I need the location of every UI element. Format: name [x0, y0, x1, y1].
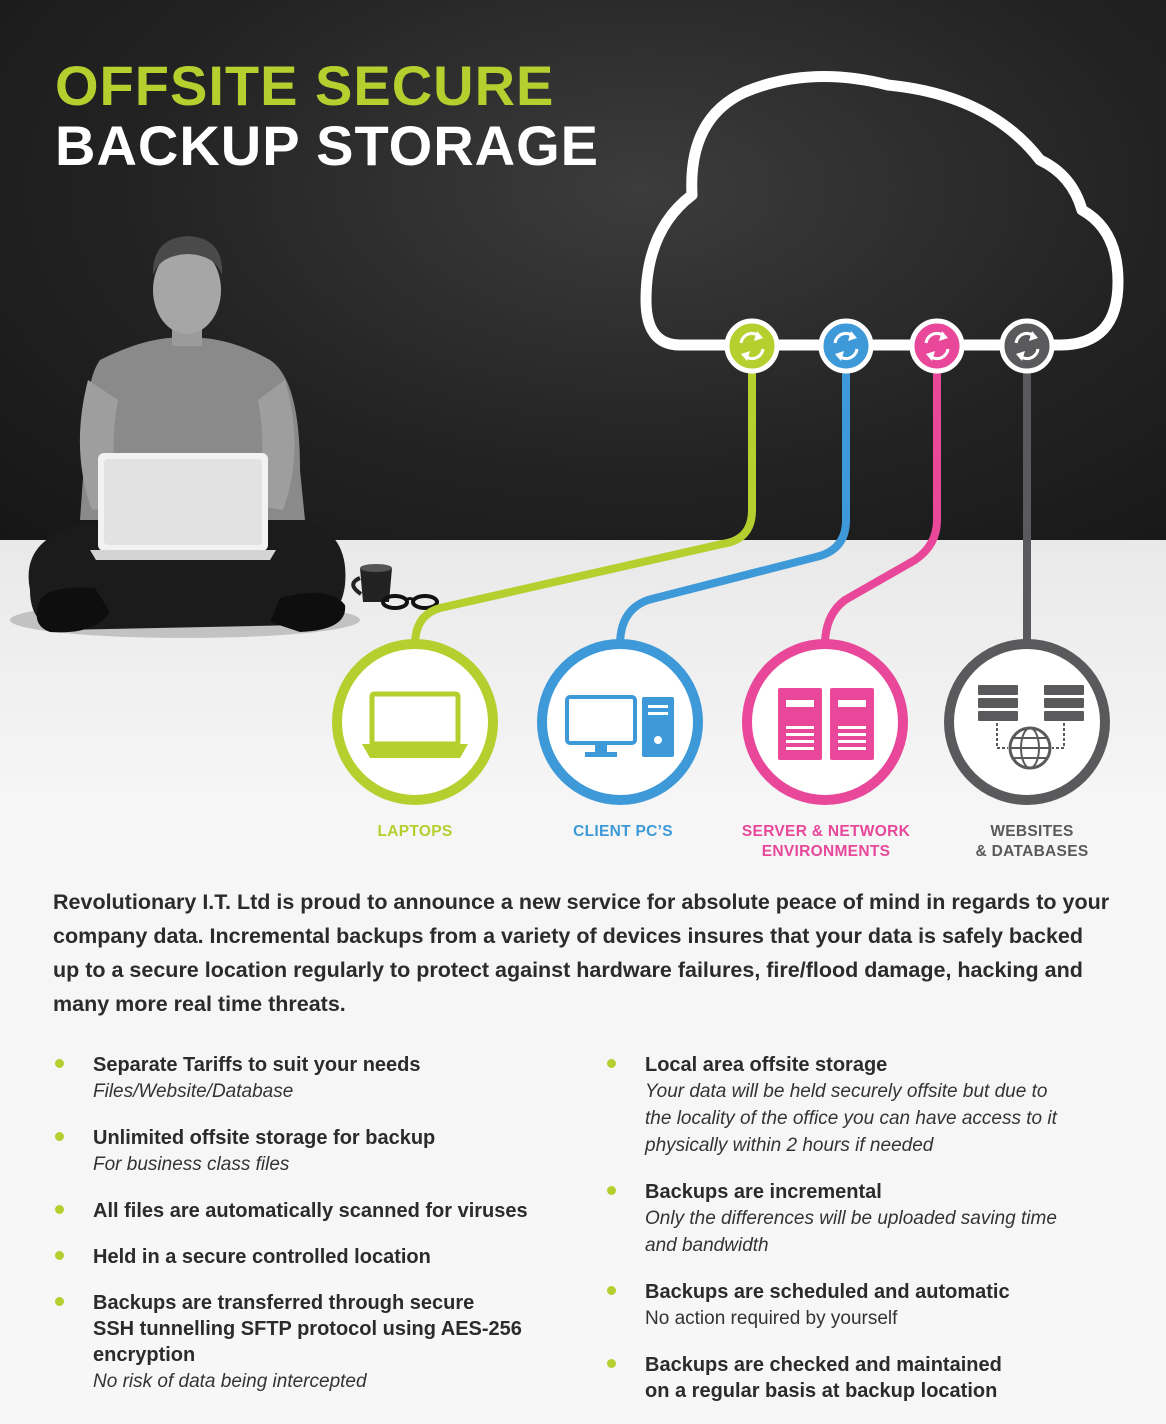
sync-icon-servers [909, 318, 965, 374]
title-line-1: OFFSITE SECURE [55, 54, 555, 117]
laptop-icon [362, 691, 468, 758]
client-pcs-circle [537, 639, 703, 805]
feature-description: For business class files [93, 1154, 290, 1175]
server-icon [778, 688, 874, 760]
web-database-icon [978, 685, 1084, 770]
title-line-2: BACKUP STORAGE [55, 114, 600, 177]
bullet-icon [55, 1059, 64, 1068]
bullet-icon [55, 1251, 64, 1260]
connector-line-client-pcs [616, 370, 850, 646]
websites-circle [944, 639, 1110, 805]
feature-item: Backups are scheduled and automatic No ac… [605, 1279, 1135, 1332]
feature-description: Files/Website/Database [93, 1081, 294, 1102]
sync-icon-websites [999, 318, 1055, 374]
bullet-icon [607, 1286, 616, 1295]
laptops-circle [332, 639, 498, 805]
feature-title: Unlimited offsite storage for backup [93, 1127, 436, 1149]
bullet-icon [55, 1297, 64, 1306]
feature-item: All files are automatically scanned for … [53, 1198, 593, 1224]
feature-title: All files are automatically scanned for … [93, 1200, 528, 1222]
desktop-pc-icon [565, 695, 674, 757]
feature-title: Backups are incremental [645, 1181, 882, 1203]
feature-title: Backups are scheduled and automatic [645, 1281, 1010, 1303]
category-label-servers: SERVER & NETWORK ENVIRONMENTS [741, 823, 911, 860]
connector-line-servers [821, 370, 941, 646]
category-label-laptops: LAPTOPS [377, 823, 453, 840]
feature-item: Backups are checked and maintained on a … [605, 1352, 1135, 1404]
feature-title: Held in a secure controlled location [93, 1246, 431, 1268]
person-with-laptop-illustration [10, 236, 439, 638]
servers-circle [742, 639, 908, 805]
bullet-icon [607, 1059, 616, 1068]
feature-item: Backups are transferred through secure S… [53, 1290, 593, 1395]
bullet-icon [55, 1205, 64, 1214]
feature-description: Your data will be held securely offsite … [645, 1081, 1057, 1156]
bullet-icon [607, 1186, 616, 1195]
feature-title: Backups are checked and maintained on a … [645, 1354, 1002, 1402]
sync-icon-client-pcs [818, 318, 874, 374]
feature-title: Local area offsite storage [645, 1054, 888, 1076]
backup-diagram [10, 71, 1124, 805]
sync-icon-laptops [724, 318, 780, 374]
feature-title: Separate Tariffs to suit your needs [93, 1054, 421, 1076]
feature-description: Only the differences will be uploaded sa… [645, 1208, 1057, 1256]
category-label-websites: WEBSITES & DATABASES [975, 823, 1089, 860]
feature-description: No action required by yourself [645, 1308, 898, 1329]
feature-item: Held in a secure controlled location [53, 1244, 593, 1270]
feature-description: No risk of data being intercepted [93, 1371, 367, 1392]
feature-title: Backups are transferred through secure S… [93, 1292, 522, 1366]
cloud-outline [640, 71, 1124, 351]
bullet-icon [607, 1359, 616, 1368]
bullet-icon [55, 1132, 64, 1141]
connector-line-laptops [411, 370, 756, 646]
intro-paragraph: Revolutionary I.T. Ltd is proud to annou… [53, 890, 1110, 1016]
category-label-client-pcs: CLIENT PC’S [573, 823, 673, 840]
